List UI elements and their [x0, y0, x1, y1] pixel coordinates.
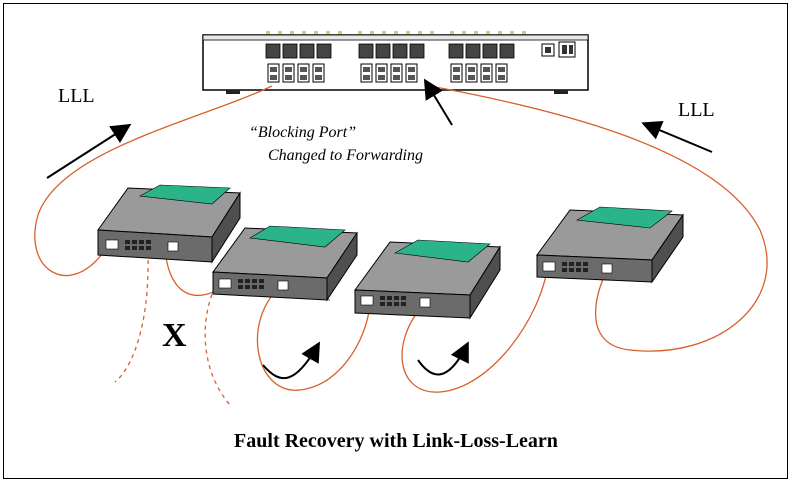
network-cables — [34, 85, 768, 393]
bridge-device-1 — [97, 184, 241, 264]
broken-links — [114, 251, 231, 406]
arrow-learn-1 — [262, 341, 320, 380]
bridge-device-2 — [212, 225, 358, 302]
blocking-port-label-line1: “Blocking Port” — [249, 124, 356, 141]
fault-x-mark: X — [162, 317, 187, 354]
arrow-lll-right — [641, 120, 713, 153]
arrow-blocking-port — [423, 78, 453, 126]
lll-right-label: LLL — [678, 99, 715, 121]
arrow-lll-left — [46, 123, 132, 179]
arrow-learn-2 — [417, 341, 469, 376]
central-switch — [202, 31, 589, 94]
bridge-device-4 — [536, 206, 684, 284]
bridge-device-3 — [354, 239, 501, 320]
diagram-caption: Fault Recovery with Link-Loss-Learn — [234, 430, 558, 452]
direction-arrows — [46, 78, 713, 380]
blocking-port-label-line2: Changed to Forwarding — [268, 147, 423, 164]
lll-left-label: LLL — [58, 85, 95, 107]
